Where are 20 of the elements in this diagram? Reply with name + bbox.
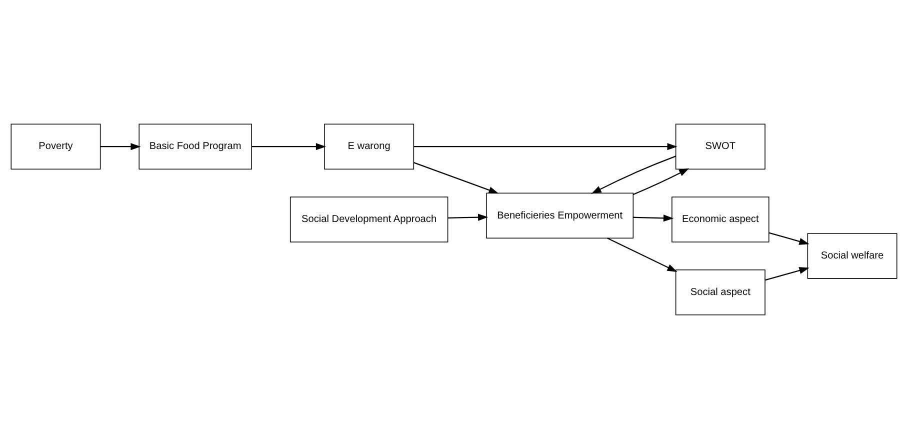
arrow	[414, 162, 499, 194]
arrow	[633, 214, 674, 222]
arrow	[591, 155, 676, 194]
node-box: Social welfare	[807, 232, 898, 278]
arrow	[100, 142, 141, 150]
arrow	[448, 213, 488, 220]
arrow	[414, 142, 678, 150]
node-box: Beneficieries Empowerment	[486, 192, 634, 238]
arrow	[768, 232, 810, 244]
node-box: SWOT	[675, 123, 766, 169]
arrow	[765, 266, 810, 280]
node-box: Social aspect	[675, 269, 766, 315]
node-box: Basic Food Program	[138, 123, 252, 169]
arrow	[632, 168, 690, 195]
node-box: Economic aspect	[672, 196, 770, 242]
node-box: Social Development Approach	[290, 196, 448, 242]
arrow	[252, 142, 326, 150]
node-box: E warong	[324, 123, 414, 169]
arrow	[607, 237, 678, 272]
node-box: Poverty	[10, 123, 101, 169]
